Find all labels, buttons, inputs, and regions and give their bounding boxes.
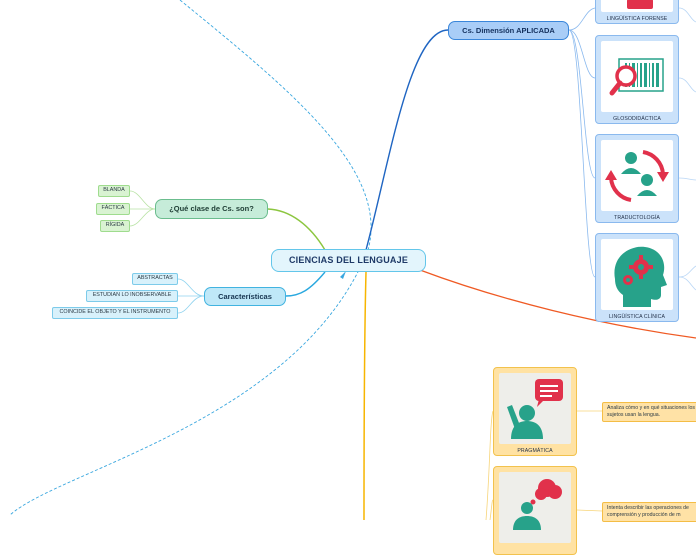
caracteristicas-node[interactable]: Características <box>204 287 286 306</box>
card-out-forense <box>679 8 696 22</box>
forensic-icon <box>601 0 673 12</box>
psico-to-desc <box>577 510 602 511</box>
card-label: LINGÜÍSTICA FORENSE <box>596 16 678 22</box>
leaf-coincide[interactable]: COINCIDE EL OBJETO Y EL INSTRUMENTO <box>52 307 178 319</box>
card-glosodidactica[interactable]: GLOSODIDÁCTICA <box>595 35 679 124</box>
card-linguistica-clinica[interactable]: LINGÜÍSTICA CLÍNICA <box>595 233 679 322</box>
leaf-line-coincide <box>178 296 204 313</box>
card-label: PRAGMÁTICA <box>494 448 576 454</box>
dashed-arrow-head <box>340 271 346 279</box>
speech-person-icon <box>499 373 571 444</box>
card-out-traductologia <box>679 178 696 180</box>
branch-caracteristicas <box>286 272 325 296</box>
leaf-line-abstractas <box>178 279 204 296</box>
root-node[interactable]: CIENCIAS DEL LENGUAJE <box>271 249 426 272</box>
branch-yellow <box>364 272 366 520</box>
branch-aplicada <box>366 30 448 250</box>
brain-gears-icon <box>601 239 673 310</box>
card-line-forense <box>569 8 595 30</box>
exchange-people-icon <box>601 140 673 211</box>
card-label: LINGÜÍSTICA CLÍNICA <box>596 314 678 320</box>
card-linguistica-forense[interactable]: LINGÜÍSTICA FORENSE <box>595 0 679 24</box>
leaf-rigida[interactable]: RÍGIDA <box>100 220 130 232</box>
card-line-clinica <box>569 30 595 277</box>
leaf-line-blanda <box>130 191 155 209</box>
barcode-magnifier-icon <box>601 41 673 112</box>
card-label: TRADUCTOLOGÍA <box>596 215 678 221</box>
leaf-factica[interactable]: FÁCTICA <box>96 203 130 215</box>
clase-node[interactable]: ¿Qué clase de Cs. son? <box>155 199 268 219</box>
card-traductologia[interactable]: TRADUCTOLOGÍA <box>595 134 679 223</box>
leaf-line-rigida <box>130 209 155 226</box>
card-psico[interactable] <box>493 466 577 555</box>
card-out-glosodidactica <box>679 78 696 92</box>
card-label: GLOSODIDÁCTICA <box>596 116 678 122</box>
psico-description[interactable]: Intenta describir las operaciones de com… <box>602 502 696 522</box>
card-out-clinica-a <box>679 266 696 277</box>
leaf-abstractas[interactable]: ABSTRACTAS <box>132 273 178 285</box>
pragmatica-description[interactable]: Analiza cómo y en qué situaciones los su… <box>602 402 696 422</box>
aplicada-node[interactable]: Cs. Dimensión APLICADA <box>448 21 569 40</box>
card-pragmatica[interactable]: PRAGMÁTICA <box>493 367 577 456</box>
card-out-clinica-b <box>679 277 696 290</box>
leaf-inobservable[interactable]: ESTUDIAN LO INOBSERVABLE <box>86 290 178 302</box>
leaf-blanda[interactable]: BLANDA <box>98 185 130 197</box>
thinking-person-icon <box>499 472 571 543</box>
branch-clase <box>268 209 325 250</box>
